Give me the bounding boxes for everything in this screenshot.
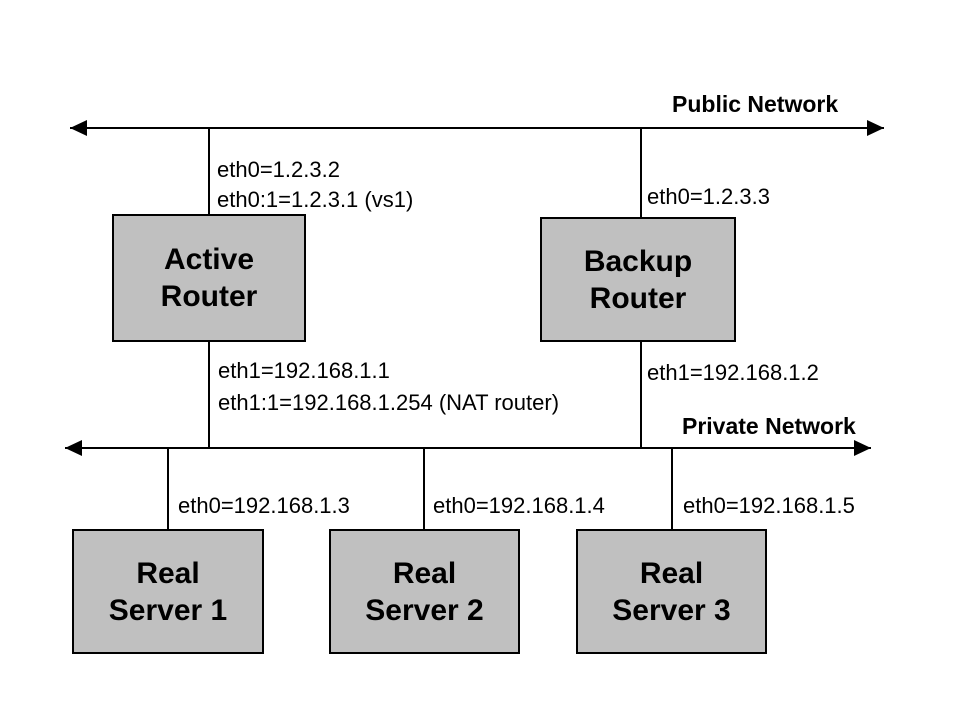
- private-network-label: Private Network: [682, 413, 856, 439]
- real-server-1-eth0-label: eth0=192.168.1.3: [178, 493, 350, 518]
- real-server-2-eth0-label: eth0=192.168.1.4: [433, 493, 605, 518]
- private-network-left-arrow-icon: [65, 440, 82, 456]
- backup-router-box: Backup Router: [540, 217, 736, 342]
- active-router-eth0-alias-label: eth0:1=1.2.3.1 (vs1): [217, 187, 414, 212]
- real-server-1-connector-line: [167, 448, 169, 530]
- real-server-1-box: Real Server 1: [72, 529, 264, 654]
- public-network-right-arrow-icon: [867, 120, 884, 136]
- backup-router-private-connector-line: [640, 341, 642, 448]
- public-network-line: [70, 127, 884, 129]
- active-router-box: Active Router: [112, 214, 306, 342]
- public-network-left-arrow-icon: [70, 120, 87, 136]
- real-server-2-box: Real Server 2: [329, 529, 520, 654]
- active-router-eth0-label: eth0=1.2.3.2: [217, 157, 340, 182]
- active-router-public-connector-line: [208, 128, 210, 215]
- active-router-eth1-label: eth1=192.168.1.1: [218, 358, 390, 383]
- active-router-private-connector-line: [208, 341, 210, 448]
- backup-router-eth0-label: eth0=1.2.3.3: [647, 184, 770, 209]
- real-server-3-box: Real Server 3: [576, 529, 767, 654]
- public-network-label: Public Network: [672, 91, 839, 117]
- real-server-2-connector-line: [423, 448, 425, 530]
- private-network-line: [65, 447, 871, 449]
- backup-router-public-connector-line: [640, 128, 642, 218]
- private-network-right-arrow-icon: [854, 440, 871, 456]
- real-server-3-eth0-label: eth0=192.168.1.5: [683, 493, 855, 518]
- backup-router-eth1-label: eth1=192.168.1.2: [647, 360, 819, 385]
- real-server-3-connector-line: [671, 448, 673, 530]
- active-router-eth1-alias-label: eth1:1=192.168.1.254 (NAT router): [218, 390, 560, 415]
